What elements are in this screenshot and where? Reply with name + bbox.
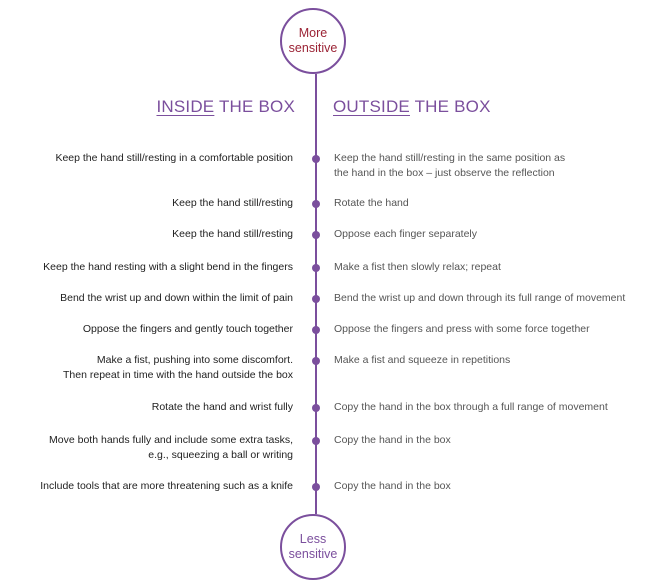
outside-instruction-line: Make a fist then slowly relax; repeat bbox=[334, 261, 501, 273]
inside-instruction-line: Move both hands fully and include some e… bbox=[49, 434, 293, 446]
inside-box-instruction: Rotate the hand and wrist fully bbox=[3, 400, 293, 415]
more-sensitive-label-line2: sensitive bbox=[288, 41, 338, 55]
outside-instruction-line: Keep the hand still/resting in the same … bbox=[334, 152, 566, 164]
inside-instruction-line: Keep the hand still/resting in a comfort… bbox=[55, 152, 293, 164]
outside-box-instruction: Make a fist and squeeze in repetitions bbox=[334, 353, 650, 368]
inside-instruction-line: Rotate the hand and wrist fully bbox=[151, 401, 293, 413]
more-sensitive-label-line1: More bbox=[298, 26, 328, 40]
inside-instruction-line: Keep the hand still/resting bbox=[172, 228, 293, 240]
inside-instruction-line: Oppose the fingers and gently touch toge… bbox=[82, 323, 293, 335]
inside-box-instruction: Move both hands fully and include some e… bbox=[3, 433, 293, 463]
more-sensitive-circle: More sensitive bbox=[280, 8, 346, 74]
less-sensitive-label-line2: sensitive bbox=[288, 547, 338, 561]
outside-instruction-line: Copy the hand in the box through a full … bbox=[334, 401, 608, 413]
outside-instruction-line: the hand in the box – just observe the r… bbox=[334, 167, 555, 179]
inside-instruction-line: Bend the wrist up and down within the li… bbox=[60, 292, 293, 304]
outside-instruction-line: Copy the hand in the box bbox=[334, 434, 451, 446]
inside-instruction-line: Keep the hand resting with a slight bend… bbox=[43, 261, 293, 273]
inside-heading-underlined: INSIDE bbox=[156, 97, 215, 116]
outside-instruction-line: Oppose the fingers and press with some f… bbox=[334, 323, 590, 335]
axis-dot bbox=[312, 264, 320, 272]
inside-box-instruction: Bend the wrist up and down within the li… bbox=[3, 291, 293, 306]
outside-instruction-line: Copy the hand in the box bbox=[334, 480, 451, 492]
axis-dot bbox=[312, 357, 320, 365]
outside-box-instruction: Copy the hand in the box through a full … bbox=[334, 400, 650, 415]
axis-dot bbox=[312, 231, 320, 239]
inside-box-instruction: Keep the hand still/resting bbox=[3, 227, 293, 242]
outside-heading-rest: THE BOX bbox=[409, 97, 491, 116]
axis-dot bbox=[312, 326, 320, 334]
less-sensitive-circle: Less sensitive bbox=[280, 514, 346, 580]
outside-instruction-line: Make a fist and squeeze in repetitions bbox=[334, 354, 511, 366]
inside-box-instruction: Keep the hand still/resting bbox=[3, 196, 293, 211]
axis-dot bbox=[312, 295, 320, 303]
outside-instruction-line: Rotate the hand bbox=[334, 197, 409, 209]
inside-instruction-line: Make a fist, pushing into some discomfor… bbox=[96, 354, 293, 366]
axis-dot bbox=[312, 483, 320, 491]
outside-heading-underlined: OUTSIDE bbox=[333, 97, 410, 116]
less-sensitive-label-line1: Less bbox=[299, 532, 327, 546]
axis-dot bbox=[312, 200, 320, 208]
outside-the-box-heading: OUTSIDE THE BOX bbox=[333, 97, 491, 117]
inside-box-instruction: Make a fist, pushing into some discomfor… bbox=[3, 353, 293, 383]
inside-instruction-line: Include tools that are more threatening … bbox=[40, 480, 293, 492]
inside-box-instruction: Keep the hand still/resting in a comfort… bbox=[3, 151, 293, 166]
outside-box-instruction: Keep the hand still/resting in the same … bbox=[334, 151, 650, 181]
outside-box-instruction: Copy the hand in the box bbox=[334, 479, 650, 494]
axis-dot bbox=[312, 404, 320, 412]
inside-heading-rest: THE BOX bbox=[214, 97, 295, 116]
axis-dot bbox=[312, 155, 320, 163]
outside-box-instruction: Oppose the fingers and press with some f… bbox=[334, 322, 650, 337]
inside-box-instruction: Oppose the fingers and gently touch toge… bbox=[3, 322, 293, 337]
outside-box-instruction: Copy the hand in the box bbox=[334, 433, 650, 448]
outside-instruction-line: Oppose each finger separately bbox=[334, 228, 478, 240]
axis-dot bbox=[312, 437, 320, 445]
inside-the-box-heading: INSIDE THE BOX bbox=[156, 97, 295, 117]
inside-box-instruction: Include tools that are more threatening … bbox=[3, 479, 293, 494]
outside-box-instruction: Bend the wrist up and down through its f… bbox=[334, 291, 650, 306]
inside-box-instruction: Keep the hand resting with a slight bend… bbox=[3, 260, 293, 275]
inside-instruction-line: e.g., squeezing a ball or writing bbox=[148, 449, 293, 461]
outside-box-instruction: Oppose each finger separately bbox=[334, 227, 650, 242]
sensitivity-axis bbox=[315, 74, 317, 514]
outside-box-instruction: Make a fist then slowly relax; repeat bbox=[334, 260, 650, 275]
outside-box-instruction: Rotate the hand bbox=[334, 196, 650, 211]
inside-instruction-line: Keep the hand still/resting bbox=[172, 197, 293, 209]
outside-instruction-line: Bend the wrist up and down through its f… bbox=[334, 292, 626, 304]
inside-instruction-line: Then repeat in time with the hand outsid… bbox=[63, 369, 293, 381]
